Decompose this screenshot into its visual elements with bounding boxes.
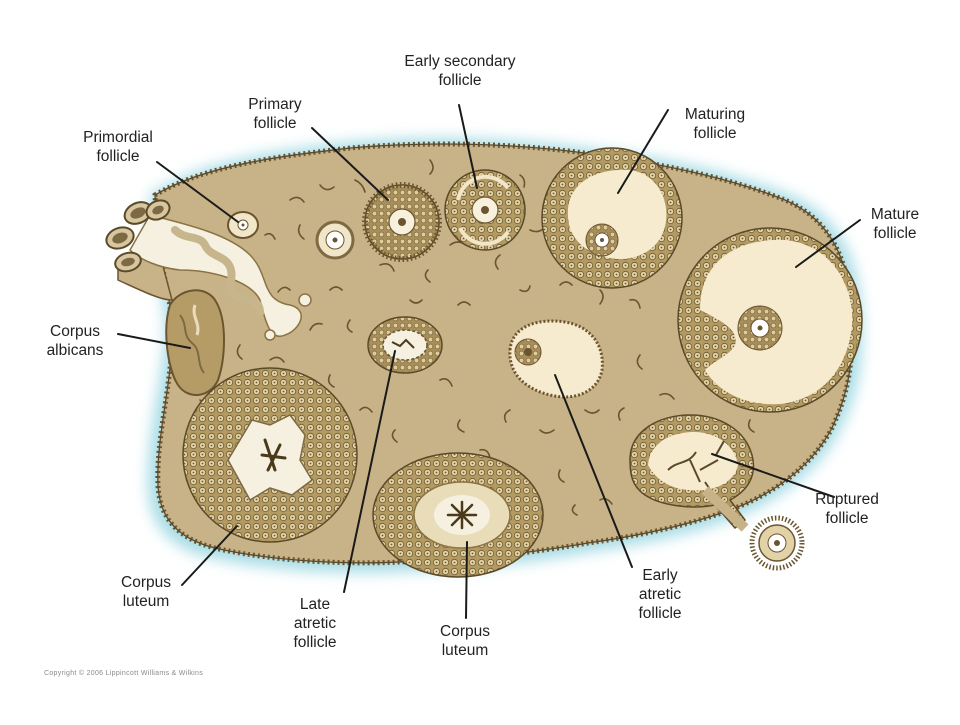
corpus-luteum-left bbox=[182, 367, 358, 543]
released-oocyte bbox=[749, 515, 805, 571]
ruptured-follicle bbox=[629, 414, 755, 532]
label-mature-follicle: Mature follicle bbox=[870, 206, 920, 242]
leader-lines bbox=[117, 104, 861, 619]
mature-follicle bbox=[677, 227, 863, 413]
label-corpus-luteum-bottom: Corpus luteum bbox=[440, 623, 490, 659]
label-corpus-luteum-left: Corpus luteum bbox=[121, 574, 171, 610]
label-late-atretic-follicle: Late atretic follicle bbox=[293, 596, 337, 651]
label-primordial-follicle: Primordial follicle bbox=[83, 129, 153, 165]
hilum-vessels bbox=[105, 199, 312, 341]
label-ruptured-follicle: Ruptured follicle bbox=[815, 491, 879, 527]
late-atretic-follicle bbox=[367, 316, 443, 374]
label-corpus-albicans: Corpus albicans bbox=[46, 323, 104, 359]
copyright-notice: Copyright © 2006 Lippincott Williams & W… bbox=[44, 670, 204, 677]
corpus-luteum-bottom bbox=[372, 452, 544, 578]
early-secondary-follicle bbox=[444, 169, 526, 251]
label-primary-follicle: Primary follicle bbox=[248, 96, 302, 132]
label-early-secondary-follicle: Early secondary follicle bbox=[404, 53, 516, 89]
primary-follicle bbox=[362, 182, 442, 262]
early-atretic-follicle bbox=[508, 319, 604, 399]
corpus-albicans bbox=[165, 289, 225, 396]
maturing-follicle bbox=[541, 147, 683, 289]
label-maturing-follicle: Maturing follicle bbox=[684, 106, 746, 142]
label-early-atretic-follicle: Early atretic follicle bbox=[638, 567, 682, 622]
primordial-follicles bbox=[227, 211, 259, 239]
small-primary-follicle bbox=[315, 220, 355, 260]
